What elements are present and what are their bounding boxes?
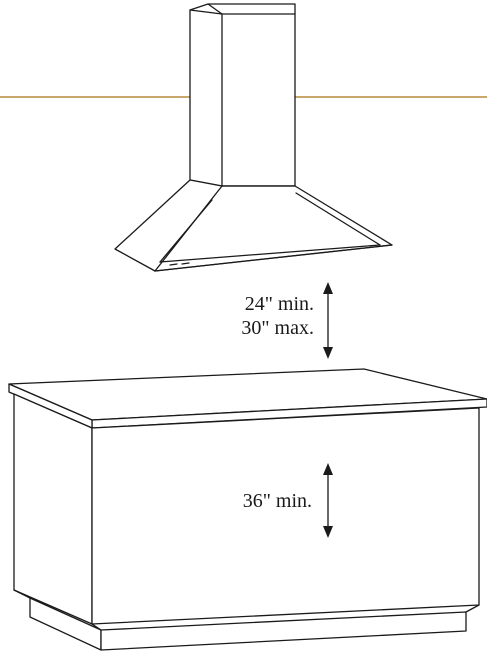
clearance-max-label: 30" max. [241, 317, 314, 339]
range-hood [114, 3, 393, 272]
cabinet-side [13, 393, 93, 625]
hood-clearance-label: 24" min. 30" max. [210, 292, 314, 340]
cabinet-front [91, 407, 480, 625]
counter-height-arrow [323, 463, 333, 538]
counter-height-label: 36" min. [242, 490, 312, 512]
hood-control-marks [169, 263, 178, 266]
kitchen-island [8, 368, 487, 651]
clearance-min-label: 24" min. [244, 293, 314, 315]
hood-chimney [189, 3, 296, 187]
hood-clearance-arrow [323, 282, 333, 359]
hood-canopy [114, 179, 393, 272]
